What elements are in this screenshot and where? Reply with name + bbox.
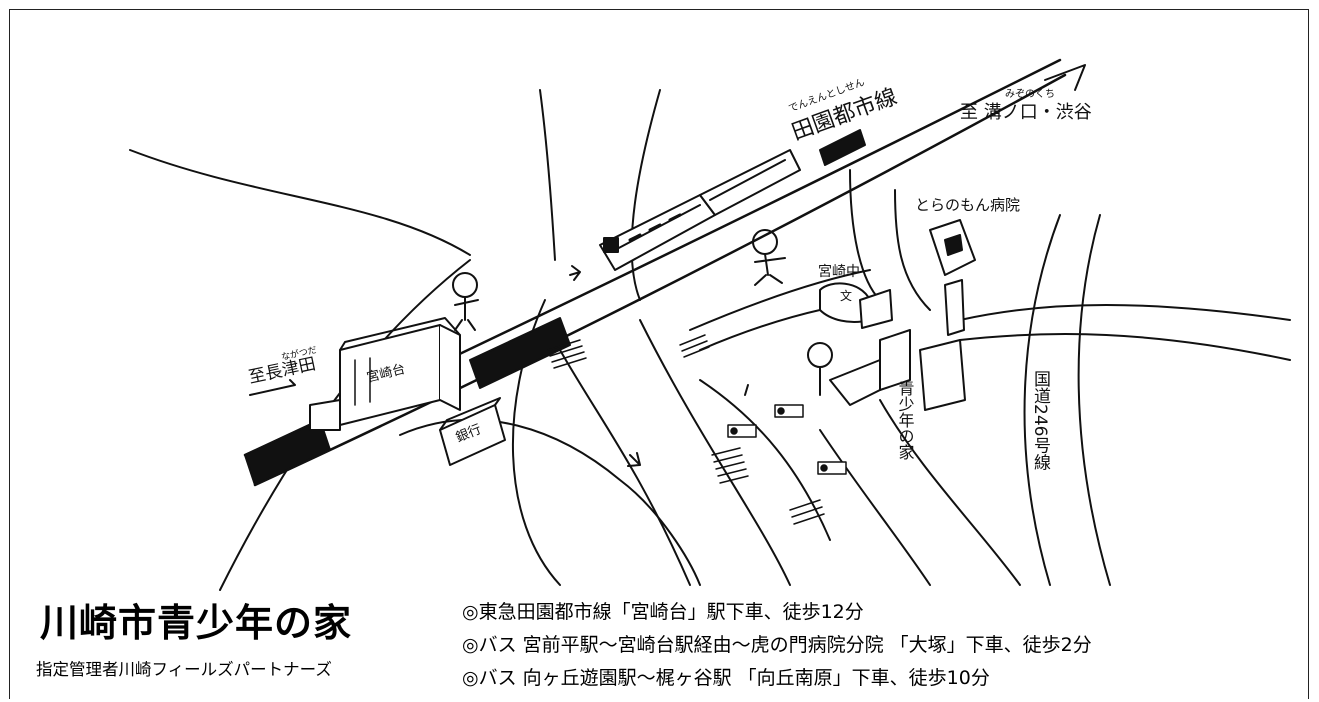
railway-black-west — [244, 419, 331, 486]
route246-left — [1023, 214, 1061, 586]
route-246-label: 国道246号線 — [1030, 370, 1051, 470]
station-building-illustration — [309, 317, 461, 431]
road-lower-inner — [559, 349, 691, 586]
road-center-big-right — [639, 319, 791, 586]
facility-buildings-illustration — [807, 279, 966, 411]
road-far-south — [879, 399, 1021, 586]
railway-black-mid — [469, 317, 571, 389]
school-illustration — [819, 282, 893, 329]
to-shibuya-label: 至 溝ノ口・渋谷 — [960, 102, 1092, 123]
railway-lower — [253, 73, 1067, 487]
access-bus-2: ◎バス 向ヶ丘遊園駅〜梶ヶ谷駅 「向丘南原」下車、徒歩10分 — [462, 667, 990, 689]
to-shibuya-ruby: みぞのくち — [1005, 88, 1055, 100]
road-center-north-1 — [539, 89, 556, 261]
person-running-illustration — [752, 229, 786, 286]
road-far-south-2 — [819, 429, 931, 586]
road-left-top — [129, 149, 471, 256]
hospital-label: とらのもん病院 — [915, 196, 1020, 214]
road-east-1 — [959, 304, 1291, 321]
traffic-signals — [727, 404, 847, 475]
bank-building-illustration — [439, 397, 506, 466]
access-train: ◎東急田園都市線「宮崎台」駅下車、徒歩12分 — [462, 601, 864, 623]
facility-manager: 指定管理者川崎フィールズパートナーズ — [36, 660, 332, 679]
school-mark-label: 文 — [840, 288, 852, 303]
road-mid-east — [689, 269, 871, 331]
route246-right — [1077, 214, 1111, 586]
access-map: 田園都市線 でんえんとしせん 至 溝ノ口・渋谷 みぞのくち 至長津田 ながつだ … — [129, 58, 1291, 591]
train-illustration — [599, 149, 801, 271]
crosswalks — [547, 334, 825, 525]
school-label: 宮崎中 — [818, 264, 860, 280]
facility-name: 川崎市青少年の家 — [40, 601, 353, 645]
road-center-north-2 — [630, 89, 661, 301]
person-walking-illustration — [452, 272, 479, 331]
hospital-building-illustration — [929, 219, 976, 276]
access-bus-1: ◎バス 宮前平駅〜宮崎台駅経由〜虎の門病院分院 「大塚」下車、徒歩2分 — [462, 634, 1092, 656]
road-hospital-right — [894, 189, 931, 311]
road-east-2 — [959, 333, 1291, 361]
map-frame — [9, 9, 1309, 699]
direction-arrows — [249, 64, 1086, 467]
facility-map-label: 青少年の家 — [896, 380, 915, 460]
access-directions: ◎東急田園都市線「宮崎台」駅下車、徒歩12分 ◎バス 宮前平駅〜宮崎台駅経由〜虎… — [462, 596, 1312, 695]
railway-black-east — [819, 129, 866, 166]
